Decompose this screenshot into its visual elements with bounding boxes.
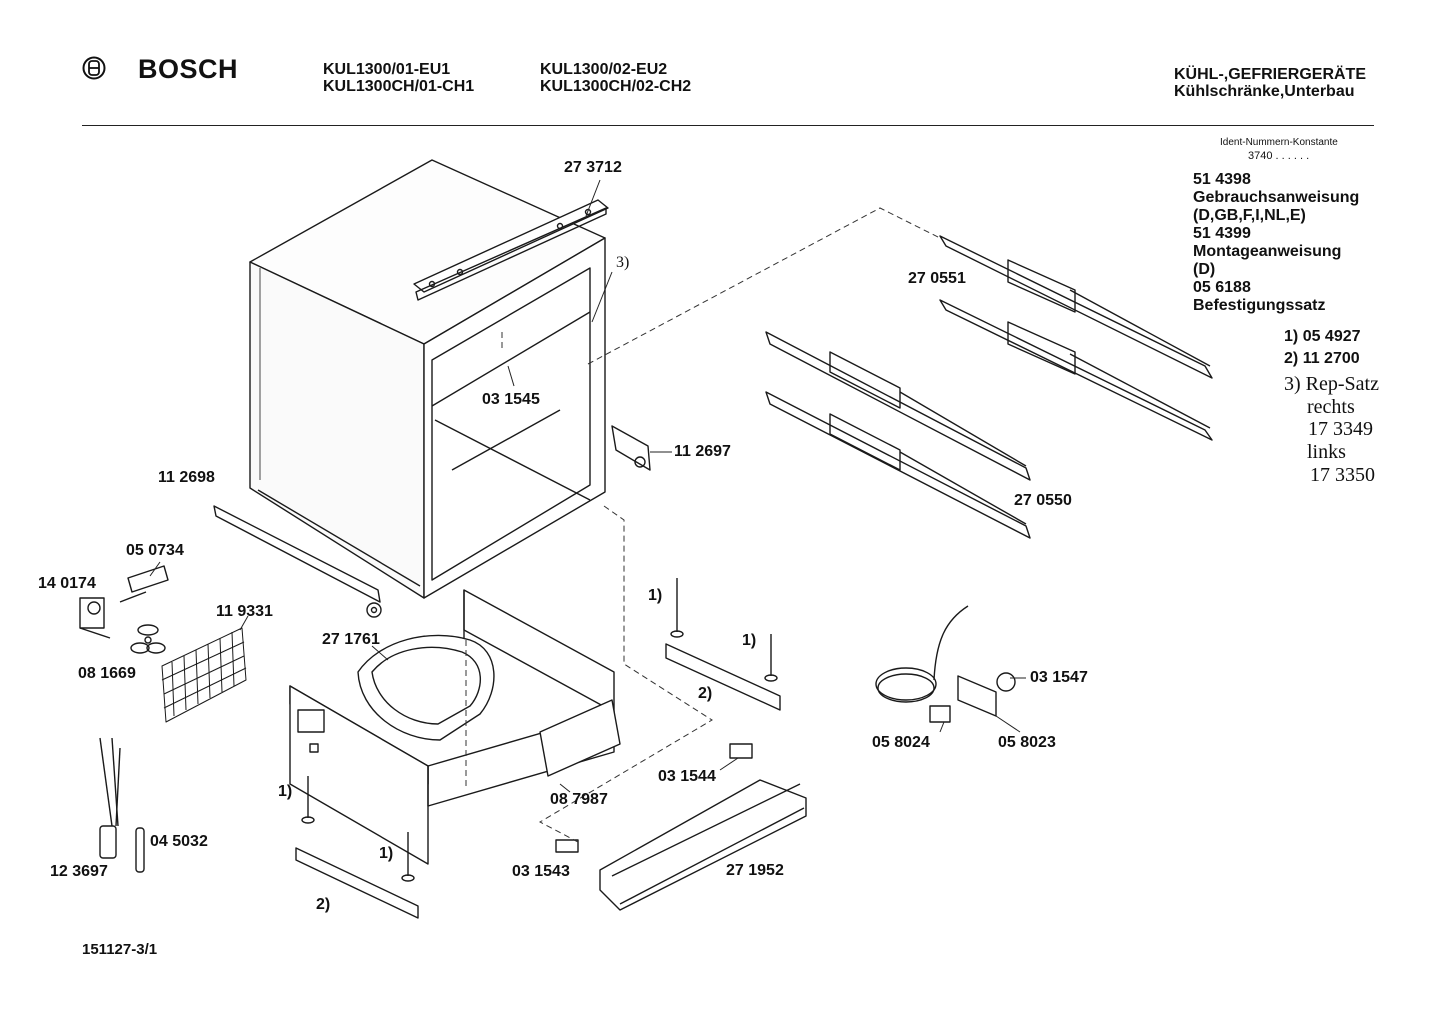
bracket-050734 <box>119 565 169 603</box>
part-label-271761: 27 1761 <box>322 631 380 648</box>
model-list-2: KUL1300/02-EU2 KUL1300CH/02-CH2 <box>540 61 691 95</box>
model-list-1: KUL1300/01-EU1 KUL1300CH/01-CH1 <box>323 61 474 95</box>
category-line-1: KÜHL-,GEFRIERGERÄTE <box>1174 66 1366 83</box>
part-label-031544: 03 1544 <box>658 768 716 785</box>
part-label-270550: 27 0550 <box>1014 492 1072 509</box>
rails-lower <box>765 331 1031 539</box>
bosch-logo-icon <box>82 56 106 80</box>
doc-7: 05 6188 <box>1193 279 1251 296</box>
mounting-plates <box>295 643 781 919</box>
note-1: 1) 05 4927 <box>1284 328 1361 346</box>
doc-3: (D,GB,F,I,NL,E) <box>1193 207 1306 224</box>
note-1-marker: 1) <box>1284 328 1299 345</box>
model-1b: KUL1300CH/01-CH1 <box>323 78 475 95</box>
note-3-rechts-no: 17 3349 <box>1308 418 1373 440</box>
part-label-1c: 1) <box>278 783 293 800</box>
document-list: 51 4398 Gebrauchsanweisung (D,GB,F,I,NL,… <box>1193 171 1359 315</box>
category: KÜHL-,GEFRIERGERÄTE Kühlschränke,Unterba… <box>1174 66 1366 100</box>
part-label-058023: 05 8023 <box>998 734 1056 751</box>
model-1a: KUL1300/01-EU1 <box>323 61 451 78</box>
rails-upper <box>939 235 1213 441</box>
fan-blade <box>130 624 166 654</box>
ident-value: 3740 . . . . . . <box>1248 150 1310 162</box>
leader-lines <box>149 179 1026 793</box>
part-label-2a: 2) <box>698 685 713 702</box>
screws <box>301 578 778 882</box>
category-line-2: Kühlschränke,Unterbau <box>1174 83 1355 100</box>
drawing-number: 151127-3/1 <box>82 941 158 958</box>
doc-5: Montageanweisung <box>1193 243 1342 260</box>
top-bracket <box>413 199 609 301</box>
note-3: 3) Rep-Satz <box>1284 373 1379 395</box>
part-label-112698: 11 2698 <box>158 469 215 486</box>
part-label-3: 3) <box>616 254 630 271</box>
header-rule <box>82 125 1374 126</box>
part-label-2b: 2) <box>316 896 331 913</box>
note-3-rechts: rechts <box>1307 396 1355 418</box>
part-label-140174: 14 0174 <box>38 575 96 592</box>
note-3-marker: 3) <box>1284 373 1301 395</box>
part-label-270551: 27 0551 <box>908 270 966 287</box>
capillary-tube <box>99 737 145 873</box>
doc-6: (D) <box>1193 261 1216 278</box>
part-label-050734: 05 0734 <box>126 542 184 559</box>
brand-name: BOSCH <box>138 54 239 84</box>
note-2-value: 11 2700 <box>1302 350 1360 367</box>
part-label-271952: 27 1952 <box>726 862 784 879</box>
note-3-links-no: 17 3350 <box>1310 464 1375 486</box>
hinge <box>611 425 651 471</box>
part-label-112697: 11 2697 <box>674 443 731 460</box>
ident-title: Ident-Nummern-Konstante <box>1220 137 1338 148</box>
doc-4: 51 4399 <box>1193 225 1251 242</box>
small-parts <box>539 605 1016 853</box>
cabinet-body <box>249 159 606 599</box>
note-2-marker: 2) <box>1284 350 1299 367</box>
model-2a: KUL1300/02-EU2 <box>540 61 668 78</box>
doc-2: Gebrauchsanweisung <box>1193 189 1360 206</box>
drip-tray <box>357 634 495 741</box>
assembly-lines <box>465 207 941 843</box>
note-3-links: links <box>1307 441 1346 463</box>
part-label-045032: 04 5032 <box>150 833 208 850</box>
part-label-031545: 03 1545 <box>482 391 540 408</box>
doc-1: 51 4398 <box>1193 171 1251 188</box>
note-1-value: 05 4927 <box>1302 328 1361 345</box>
part-label-1b: 1) <box>742 632 757 649</box>
part-label-031547: 03 1547 <box>1030 669 1088 686</box>
model-2b: KUL1300CH/02-CH2 <box>540 78 692 95</box>
base-tray <box>289 589 615 865</box>
doc-8: Befestigungssatz <box>1193 297 1326 314</box>
fan-motor <box>79 597 111 639</box>
part-label-087987: 08 7987 <box>550 791 608 808</box>
part-label-058024: 05 8024 <box>872 734 930 751</box>
part-label-119331: 11 9331 <box>216 603 273 620</box>
part-label-273712: 27 3712 <box>564 159 622 176</box>
part-label-081669: 08 1669 <box>78 665 136 682</box>
part-label-123697: 12 3697 <box>50 863 108 880</box>
part-label-031543: 03 1543 <box>512 863 570 880</box>
note-2: 2) 11 2700 <box>1284 350 1360 368</box>
note-3-text: Rep-Satz <box>1305 373 1379 395</box>
part-label-1a: 1) <box>648 587 663 604</box>
grille <box>599 779 807 911</box>
part-label-1d: 1) <box>379 845 394 862</box>
condenser <box>161 627 247 723</box>
left-rail <box>213 505 382 618</box>
